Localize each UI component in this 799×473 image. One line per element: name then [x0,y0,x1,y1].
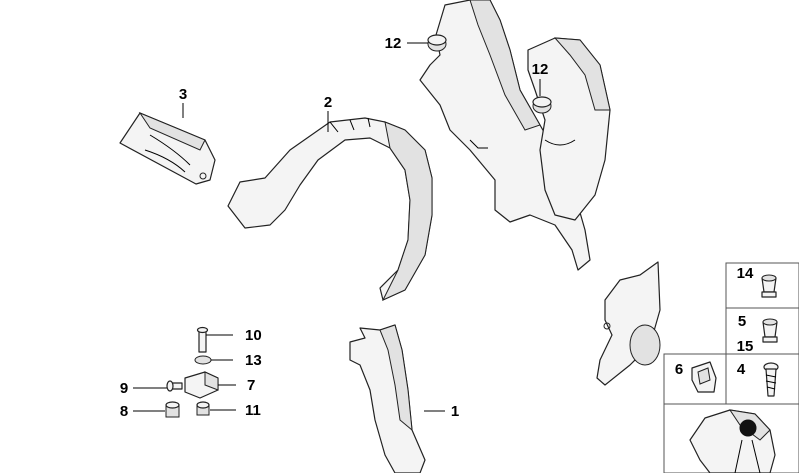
callout-6: 6 [675,361,683,378]
part-6-clip-nut[interactable] [691,361,717,393]
part-wheel-housing-panel[interactable] [419,0,591,271]
callout-1: 1 [451,403,459,420]
part-13-washer[interactable] [194,355,212,365]
part-9-screw[interactable] [166,380,183,392]
callout-12b: 12 [532,61,549,78]
part-4-screw[interactable] [763,362,779,397]
part-12b-bushing[interactable] [532,96,552,114]
callout-8: 8 [120,403,128,420]
part-12a-bushing[interactable] [427,34,447,52]
inset-box-6-4 [663,353,799,405]
callout-9: 9 [120,380,128,397]
callout-11: 11 [245,402,261,419]
detail-view-mounting[interactable] [689,409,776,473]
callout-3: 3 [179,86,187,103]
callout-15: 15 [737,338,754,355]
part-5-expanding-nut[interactable] [762,318,778,343]
callout-14: 14 [737,265,754,282]
part-1-liner[interactable] [349,324,426,473]
callout-7: 7 [247,377,255,394]
inset-box-detail [663,403,799,473]
part-2-wheel-arch-trim[interactable] [227,117,433,302]
callout-5: 5 [738,313,746,330]
part-10-bolt[interactable] [196,326,209,353]
part-8-nut[interactable] [165,401,180,418]
callout-12a: 12 [385,35,402,52]
callout-4: 4 [737,361,746,378]
part-7-bracket[interactable] [184,371,219,399]
part-11-nut[interactable] [196,401,210,416]
callout-10: 10 [245,327,262,344]
part-3-cover[interactable] [119,111,216,185]
part-14-clip[interactable] [761,274,777,298]
part-bracket-cover[interactable] [596,261,661,386]
callout-13: 13 [245,352,262,369]
callout-2: 2 [324,94,332,111]
